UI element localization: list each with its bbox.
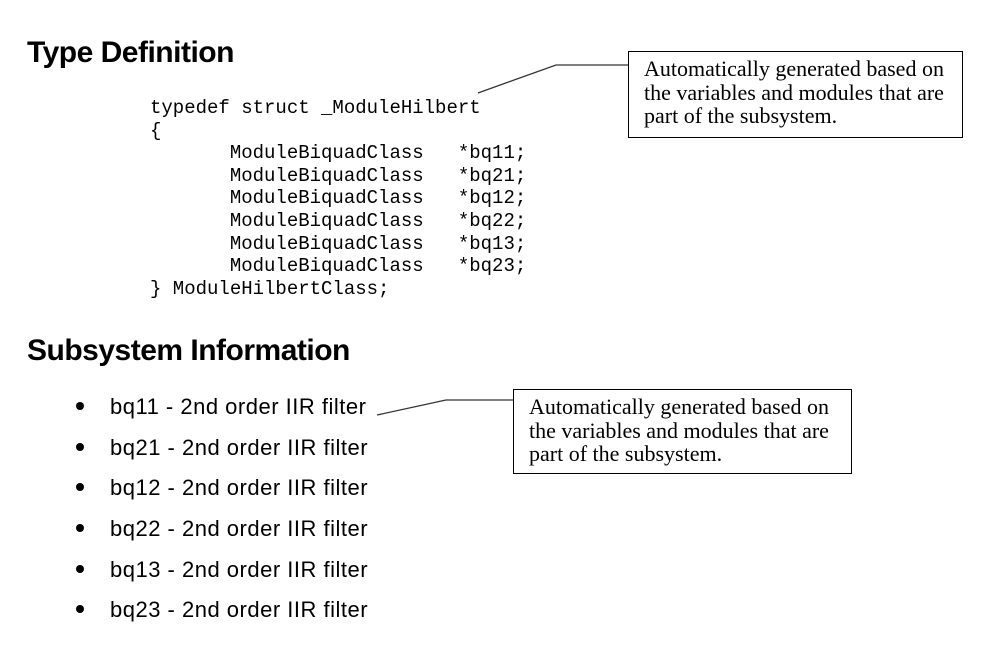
callout-text-line: Automatically generated based on [529, 394, 829, 419]
callout-text-line: Automatically generated based on [644, 56, 944, 81]
list-item: bq21 - 2nd order IIR filter [76, 434, 369, 460]
callout-text-line: part of the subsystem. [529, 441, 723, 466]
code-line: } ModuleHilbertClass; [150, 277, 390, 300]
list-item: bq11 - 2nd order IIR filter [76, 395, 368, 419]
list-item-label: bq23 - 2nd order IIR filter [110, 597, 369, 623]
list-item-label: bq22 - 2nd order IIR filter [110, 516, 369, 542]
list-item-label: bq13 - 2nd order IIR filter [110, 556, 369, 582]
code-line: ModuleBiquadClass *bq11; [150, 142, 527, 165]
list-item-label: bq11 - 2nd order IIR filter [110, 394, 367, 419]
list-item-label: bq12 - 2nd order IIR filter [110, 475, 369, 501]
code-line: { [150, 119, 162, 142]
bullet-icon [76, 524, 84, 533]
code-block-typedef: typedef struct _ModuleHilbert { ModuleBi… [150, 97, 526, 300]
heading-subsystem-information: Subsystem Information [27, 334, 350, 367]
list-item-label: bq21 - 2nd order IIR filter [110, 434, 369, 460]
bullet-icon [76, 605, 84, 614]
bullet-icon [76, 442, 84, 451]
list-item: bq22 - 2nd order IIR filter [76, 517, 368, 541]
callout-text-line: the variables and modules that are [644, 79, 944, 105]
code-line: ModuleBiquadClass *bq21; [150, 164, 527, 187]
code-line: ModuleBiquadClass *bq13; [150, 232, 527, 255]
leader-line-subsystem-note [376, 399, 513, 416]
leader-line-code-note [477, 64, 628, 94]
list-item: bq12 - 2nd order IIR filter [76, 476, 368, 500]
code-line: typedef struct _ModuleHilbert [150, 97, 481, 119]
list-item: bq23 - 2nd order IIR filter [76, 598, 368, 622]
bullet-icon [76, 402, 84, 410]
list-item: bq13 - 2nd order IIR filter [76, 556, 369, 582]
code-line: ModuleBiquadClass *bq12; [150, 187, 527, 210]
heading-type-definition: Type Definition [27, 36, 234, 69]
bullet-icon [76, 483, 84, 492]
callout-text-line: the variables and modules that are [529, 417, 829, 443]
bullet-icon [76, 564, 84, 573]
callout-code-note: Automatically generated based on the var… [628, 51, 963, 138]
code-line: ModuleBiquadClass *bq22; [150, 209, 527, 232]
code-line: ModuleBiquadClass *bq23; [150, 255, 527, 278]
subsystem-bullet-list: bq11 - 2nd order IIR filter bq21 - 2nd o… [76, 395, 368, 639]
callout-text-line: part of the subsystem. [644, 103, 838, 128]
callout-subsystem-note: Automatically generated based on the var… [513, 389, 852, 474]
